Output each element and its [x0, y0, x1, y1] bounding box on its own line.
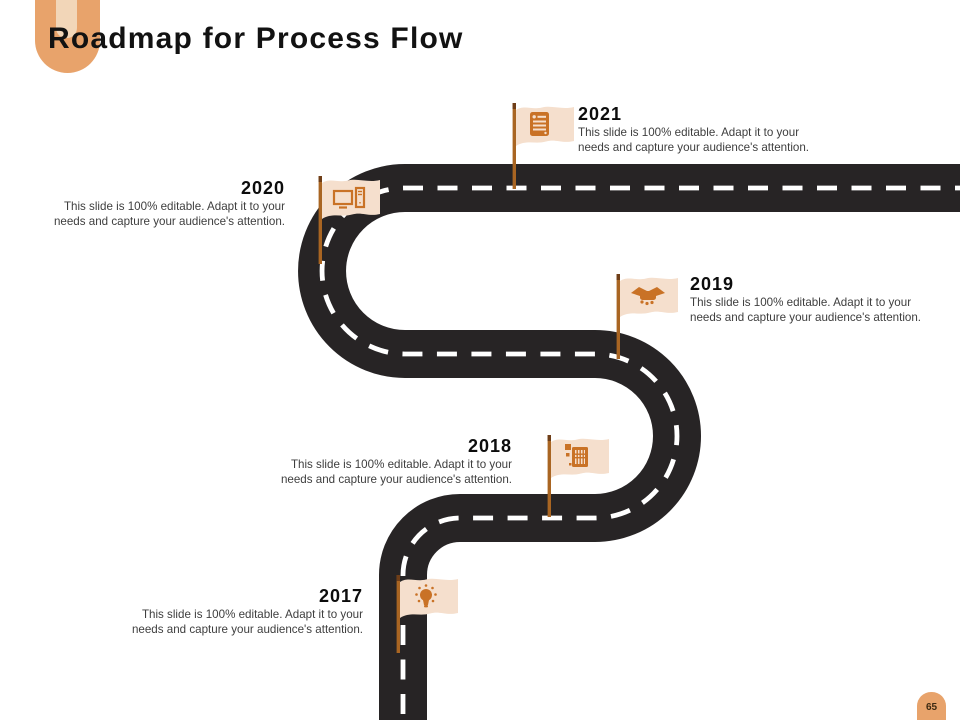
- handshake-icon: [631, 287, 665, 306]
- page-number: 65: [925, 702, 938, 713]
- milestone-2021: 2021 This slide is 100% editable. Adapt …: [578, 104, 838, 155]
- milestone-2018: 2018 This slide is 100% editable. Adapt …: [252, 436, 512, 487]
- flag-pole-cap: [318, 176, 322, 182]
- milestone-year-2021: 2021: [578, 104, 623, 124]
- milestone-year-2018: 2018: [467, 436, 512, 456]
- flag-pole: [512, 103, 516, 189]
- milestone-flag-2018: [547, 435, 609, 517]
- milestone-flag-2017: [396, 575, 458, 653]
- flag-pole: [318, 176, 322, 264]
- milestone-year-2017: 2017: [318, 586, 363, 606]
- milestone-description-2018: This slide is 100% editable. Adapt it to…: [252, 458, 512, 487]
- description-line: needs and capture your audience's attent…: [131, 622, 363, 636]
- page-number-tab: 65: [917, 692, 946, 720]
- slide-title: Roadmap for Process Flow: [48, 22, 464, 55]
- milestone-flag-2019: [616, 274, 678, 359]
- milestone-description-2020: This slide is 100% editable. Adapt it to…: [25, 200, 285, 229]
- toolbox-icon: [565, 444, 588, 467]
- flag-pole: [396, 575, 400, 653]
- title-ornament-inner-shape: [56, 0, 77, 38]
- milestone-2017: 2017 This slide is 100% editable. Adapt …: [103, 586, 363, 637]
- description-line: This slide is 100% editable. Adapt it to…: [63, 200, 285, 213]
- milestone-flag-2020: [318, 176, 380, 264]
- milestone-2020: 2020 This slide is 100% editable. Adapt …: [25, 178, 285, 229]
- flag-pole: [547, 435, 551, 517]
- document-icon: [530, 112, 549, 136]
- lightbulb-icon: [415, 584, 437, 608]
- milestone-description-2017: This slide is 100% editable. Adapt it to…: [103, 608, 363, 637]
- desktop-computer-icon: [332, 186, 366, 209]
- description-line: needs and capture your audience's attent…: [578, 140, 810, 154]
- flag-pole: [616, 274, 620, 359]
- description-line: This slide is 100% editable. Adapt it to…: [290, 458, 512, 471]
- milestone-year-2020: 2020: [240, 178, 285, 198]
- flag-pole-cap: [616, 274, 620, 280]
- description-line: This slide is 100% editable. Adapt it to…: [578, 126, 800, 139]
- milestone-flag-2021: [512, 103, 574, 189]
- flag-pole-cap: [396, 575, 400, 581]
- description-line: needs and capture your audience's attent…: [53, 214, 285, 228]
- road-center-dashes: [319, 185, 960, 720]
- description-line: This slide is 100% editable. Adapt it to…: [690, 296, 912, 309]
- description-line: needs and capture your audience's attent…: [280, 472, 512, 486]
- flag-pole-cap: [547, 435, 551, 441]
- title-ornament-shape: [35, 0, 100, 73]
- milestone-description-2021: This slide is 100% editable. Adapt it to…: [578, 126, 838, 155]
- milestone-2019: 2019 This slide is 100% editable. Adapt …: [690, 274, 950, 325]
- milestone-description-2019: This slide is 100% editable. Adapt it to…: [690, 296, 950, 325]
- flag-pole-cap: [512, 103, 516, 109]
- milestone-year-2019: 2019: [690, 274, 735, 294]
- description-line: This slide is 100% editable. Adapt it to…: [141, 608, 363, 621]
- description-line: needs and capture your audience's attent…: [690, 310, 922, 324]
